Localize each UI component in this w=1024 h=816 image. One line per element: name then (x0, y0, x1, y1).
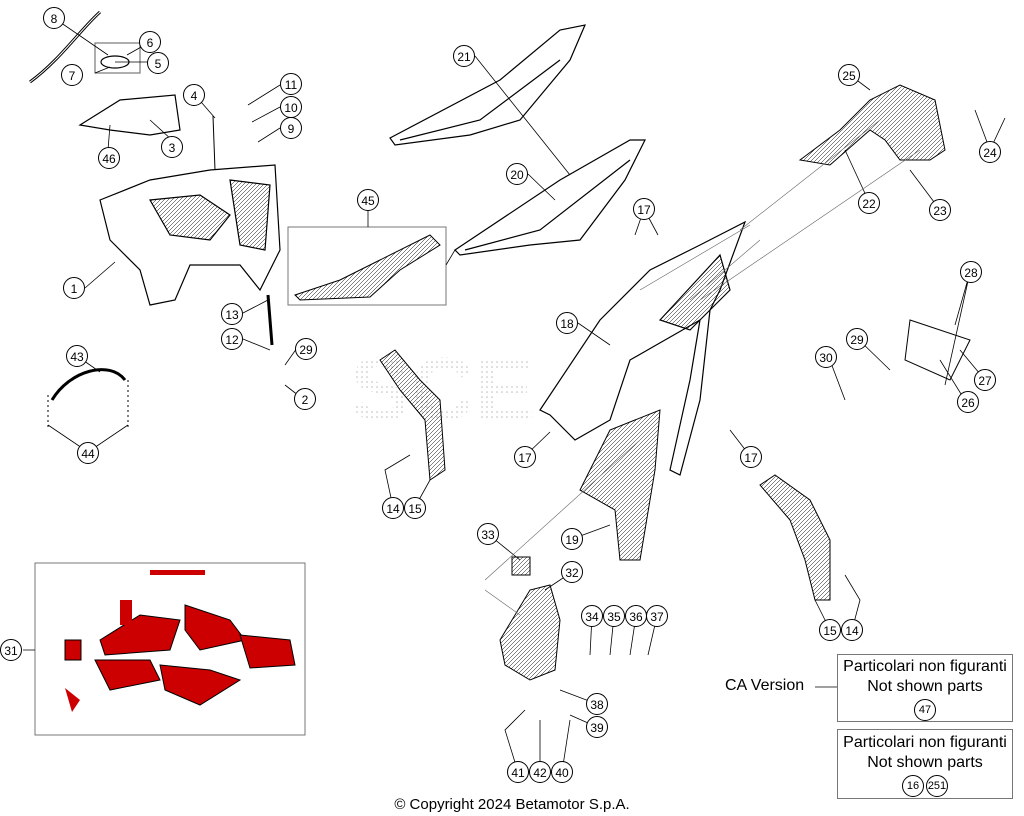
hose (50, 368, 127, 401)
callout-13[interactable]: 13 (221, 303, 243, 325)
callout-31[interactable]: 31 (0, 639, 22, 661)
callout-12[interactable]: 12 (221, 328, 243, 350)
callout-44[interactable]: 44 (77, 442, 99, 464)
callout-29[interactable]: 29 (846, 328, 868, 350)
fuel-tank (99, 164, 281, 306)
not-shown-box: Particolari non figuranti Not shown part… (837, 729, 1013, 799)
part-25 (798, 84, 946, 166)
ca-version-title-en: Not shown parts (867, 678, 983, 695)
part-45-frame (287, 226, 447, 306)
callout-23[interactable]: 23 (929, 199, 951, 221)
part-27 (904, 319, 971, 381)
callout-38[interactable]: 38 (586, 693, 608, 715)
watermark: SCE (350, 340, 535, 440)
callout-37[interactable]: 37 (646, 605, 668, 627)
part-33 (511, 556, 531, 576)
not-shown-title-it: Particolari non figuranti (843, 734, 1007, 751)
callout-22[interactable]: 22 (858, 192, 880, 214)
ca-version-label: CA Version (725, 677, 805, 694)
callout-42[interactable]: 42 (529, 761, 551, 783)
callout-43[interactable]: 43 (66, 345, 88, 367)
callout-45[interactable]: 45 (357, 189, 379, 211)
callout-1[interactable]: 1 (63, 277, 85, 299)
leader-lines (23, 17, 1006, 773)
callout-36[interactable]: 36 (625, 605, 647, 627)
callout-8[interactable]: 8 (43, 7, 65, 29)
callout-7[interactable]: 7 (61, 64, 83, 86)
ca-version-box: Particolari non figuranti Not shown part… (837, 654, 1013, 722)
callout-30[interactable]: 30 (815, 346, 837, 368)
callout-47[interactable]: 47 (914, 699, 936, 721)
ca-version-title-it: Particolari non figuranti (843, 658, 1007, 675)
callout-4[interactable]: 4 (183, 84, 205, 106)
callout-46[interactable]: 46 (98, 147, 120, 169)
callout-27[interactable]: 27 (974, 369, 996, 391)
copyright: © Copyright 2024 Betamotor S.p.A. (394, 796, 630, 813)
part-19 (579, 409, 661, 561)
side-guard-right (759, 474, 831, 601)
callout-16[interactable]: 16 (902, 775, 924, 797)
callout-5[interactable]: 5 (147, 52, 169, 74)
callout-21[interactable]: 21 (453, 45, 475, 67)
decals (64, 570, 296, 712)
callout-40[interactable]: 40 (551, 761, 573, 783)
callout-20[interactable]: 20 (506, 163, 528, 185)
not-shown-title-en: Not shown parts (867, 754, 983, 771)
callout-9[interactable]: 9 (280, 117, 302, 139)
callout-14[interactable]: 14 (841, 619, 863, 641)
callout-17[interactable]: 17 (740, 446, 762, 468)
callout-15[interactable]: 15 (404, 497, 426, 519)
callout-6[interactable]: 6 (139, 31, 161, 53)
callout-15[interactable]: 15 (819, 619, 841, 641)
callout-17[interactable]: 17 (633, 198, 655, 220)
side-guard-left (379, 349, 446, 481)
callout-18[interactable]: 18 (556, 312, 578, 334)
callout-11[interactable]: 11 (280, 73, 302, 95)
callout-28[interactable]: 28 (960, 261, 982, 283)
rear-frame (539, 220, 747, 476)
callout-19[interactable]: 19 (561, 528, 583, 550)
callout-17[interactable]: 17 (514, 446, 536, 468)
part-32 (499, 584, 561, 681)
callout-10[interactable]: 10 (280, 96, 302, 118)
callout-25[interactable]: 25 (838, 64, 860, 86)
callout-26[interactable]: 26 (957, 391, 979, 413)
seats (389, 24, 646, 256)
callout-24[interactable]: 24 (979, 141, 1001, 163)
callout-35[interactable]: 35 (603, 605, 625, 627)
callout-251[interactable]: 251 (926, 775, 948, 797)
callout-29[interactable]: 29 (295, 338, 317, 360)
callout-34[interactable]: 34 (581, 605, 603, 627)
callout-2[interactable]: 2 (294, 388, 316, 410)
callout-33[interactable]: 33 (477, 523, 499, 545)
callout-14[interactable]: 14 (382, 497, 404, 519)
callout-3[interactable]: 3 (161, 136, 183, 158)
callout-32[interactable]: 32 (561, 561, 583, 583)
callout-39[interactable]: 39 (586, 716, 608, 738)
callout-41[interactable]: 41 (507, 761, 529, 783)
part-45 (294, 234, 441, 301)
